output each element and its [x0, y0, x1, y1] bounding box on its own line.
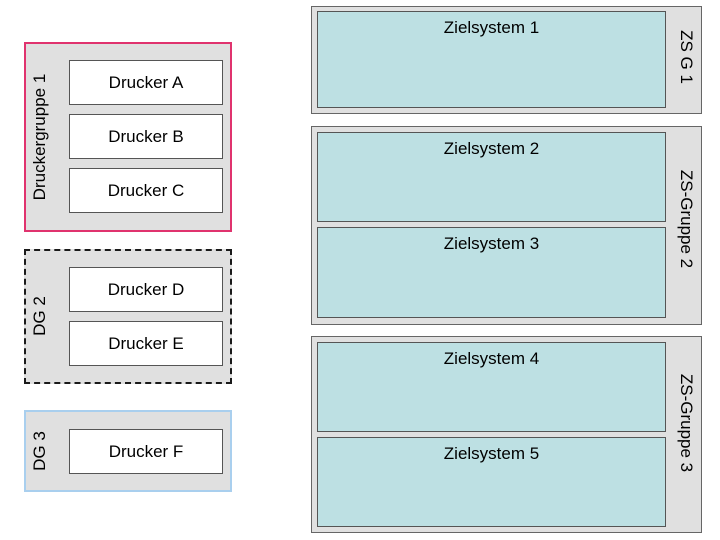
printer-group-2-label: DG 2 [30, 296, 49, 336]
printer-d[interactable]: Drucker D [69, 267, 223, 312]
printer-a[interactable]: Drucker A [69, 60, 223, 105]
target-group-3-label: ZS-Gruppe 3 [677, 373, 696, 473]
target-system-1[interactable]: Zielsystem 1 [317, 11, 666, 108]
printer-group-3-label: DG 3 [30, 431, 49, 471]
printer-group-1-label: Druckergruppe 1 [30, 73, 49, 201]
printer-f[interactable]: Drucker F [69, 429, 223, 474]
printer-c[interactable]: Drucker C [69, 168, 223, 213]
target-group-2-label: ZS-Gruppe 2 [677, 169, 696, 269]
printer-e[interactable]: Drucker E [69, 321, 223, 366]
printer-b[interactable]: Drucker B [69, 114, 223, 159]
target-group-1-label: ZS G 1 [677, 30, 696, 84]
target-system-5[interactable]: Zielsystem 5 [317, 437, 666, 527]
target-system-2[interactable]: Zielsystem 2 [317, 132, 666, 222]
target-system-4[interactable]: Zielsystem 4 [317, 342, 666, 432]
target-system-3[interactable]: Zielsystem 3 [317, 227, 666, 318]
